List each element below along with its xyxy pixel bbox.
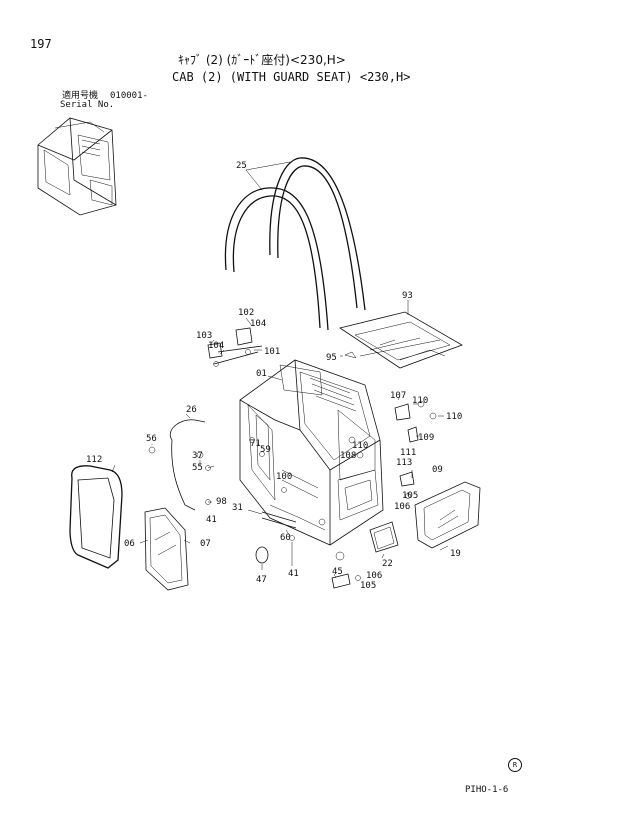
callout-104: 104 — [208, 341, 224, 351]
callout-98: 98 — [216, 497, 227, 507]
callout-110: 110 — [446, 412, 462, 422]
callout-55: 55 — [192, 463, 203, 473]
callout-95: 95 — [326, 353, 337, 363]
callout-113: 113 — [396, 458, 412, 468]
callout-19: 19 — [450, 549, 461, 559]
callout-106: 106 — [394, 502, 410, 512]
callout-101: 101 — [264, 347, 280, 357]
callout-105: 105 — [360, 581, 376, 591]
callout-41: 41 — [288, 569, 299, 579]
callout-100: 100 — [276, 472, 292, 482]
callout-06: 06 — [124, 539, 135, 549]
hardware — [148, 351, 437, 589]
callout-56: 56 — [146, 434, 157, 444]
callout-104: 104 — [250, 319, 266, 329]
callout-109: 109 — [418, 433, 434, 443]
callout-26: 26 — [186, 405, 197, 415]
callout-103: 103 — [196, 331, 212, 341]
callout-25: 25 — [236, 161, 247, 171]
callout-60: 60 — [280, 533, 291, 543]
callout-59: 59 — [260, 445, 271, 455]
small-window — [369, 521, 399, 553]
cab-thumbnail — [37, 117, 117, 216]
callout-105: 105 — [402, 491, 418, 501]
callout-110: 110 — [352, 441, 368, 451]
serial-value: 010001- — [110, 91, 148, 101]
callout-71: 71 — [250, 439, 261, 449]
roof-bracket — [207, 327, 263, 367]
callout-108: 108 — [340, 451, 356, 461]
right-window — [414, 481, 481, 549]
side-glass — [144, 507, 189, 591]
registered-mark: R — [508, 758, 522, 772]
cab-frame — [239, 359, 384, 546]
callout-106: 106 — [366, 571, 382, 581]
roof-panel — [339, 300, 463, 369]
title-japanese: ｷｬﾌﾞ (2) (ｶﾞｰﾄﾞ座付)<230,H> — [178, 53, 346, 67]
callout-107: 107 — [390, 391, 406, 401]
callout-01: 01 — [256, 369, 267, 379]
callout-110: 110 — [412, 396, 428, 406]
callout-41: 41 — [206, 515, 217, 525]
serial-label-english: Serial No. — [60, 100, 115, 110]
serial-label-japanese: 適用号機 — [62, 91, 99, 101]
callout-31: 31 — [232, 503, 243, 513]
callout-111: 111 — [400, 448, 416, 458]
wiper-cable — [169, 419, 206, 511]
callout-07: 07 — [200, 539, 211, 549]
title-english: CAB (2) (WITH GUARD SEAT) <230,H> — [172, 70, 411, 84]
leader-lines — [111, 317, 449, 579]
page-number: 197 — [30, 37, 52, 51]
callout-37: 37 — [192, 451, 203, 461]
footer-code: PIHO-1-6 — [465, 785, 509, 795]
callout-93: 93 — [402, 291, 413, 301]
callout-labels: 25 93 102 104 103 104 101 95 01 107 110 … — [86, 161, 462, 591]
callout-47: 47 — [256, 575, 267, 585]
callout-22: 22 — [382, 559, 393, 569]
left-window-seal — [69, 465, 123, 569]
callout-102: 102 — [238, 308, 254, 318]
callout-45: 45 — [332, 567, 343, 577]
roof-guard-bars — [224, 157, 366, 331]
callout-09: 09 — [432, 465, 443, 475]
callout-112: 112 — [86, 455, 102, 465]
